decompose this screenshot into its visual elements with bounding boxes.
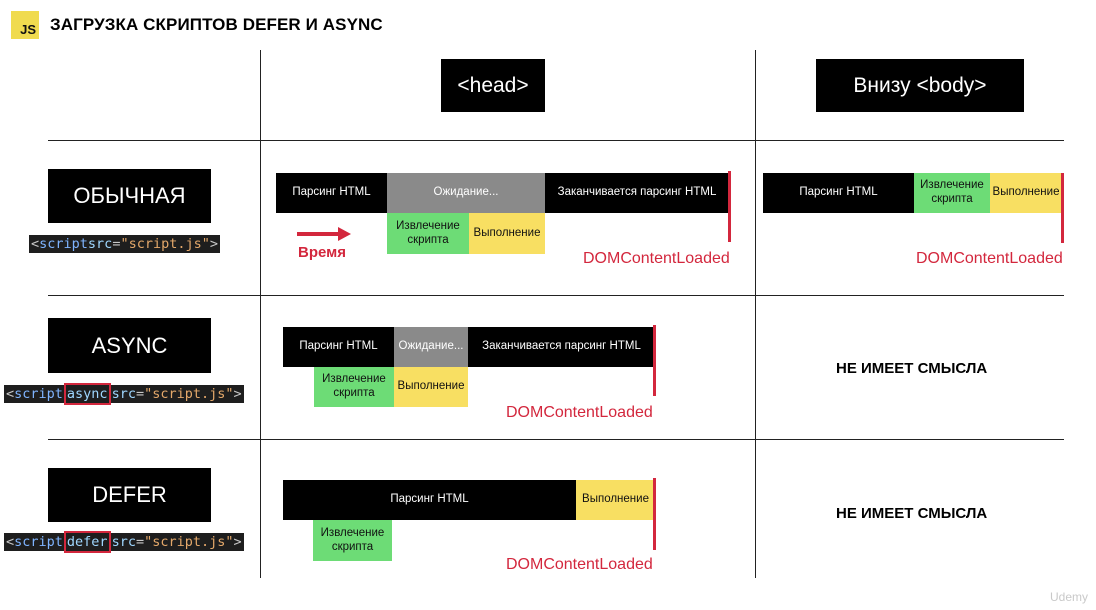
timeline-fetch-script: Извлечение скрипта bbox=[313, 520, 392, 561]
page-title: ЗАГРУЗКА СКРИПТОВ DEFER И ASYNC bbox=[50, 15, 383, 34]
grid-line-vertical-1 bbox=[260, 50, 261, 578]
code-snippet-regular: <script src="script.js"> bbox=[29, 235, 220, 253]
grid-line-horizontal-1 bbox=[48, 140, 1064, 141]
row-header-async: ASYNC bbox=[48, 318, 211, 373]
code-value: "script.js" bbox=[144, 534, 234, 550]
grid-line-vertical-2 bbox=[755, 50, 756, 578]
timeline-fetch-script: Извлечение скрипта bbox=[914, 173, 990, 213]
grid-line-horizontal-3 bbox=[48, 439, 1064, 440]
dom-content-loaded-marker bbox=[728, 171, 731, 242]
code-lt: < bbox=[6, 386, 15, 402]
timeline-execute: Выполнение bbox=[394, 367, 468, 407]
timeline-execute: Выполнение bbox=[990, 173, 1062, 213]
js-logo: JS bbox=[11, 11, 39, 39]
column-header-head: <head> bbox=[441, 59, 545, 112]
timeline-parsing-html: Парсинг HTML bbox=[283, 327, 394, 367]
code-lt: < bbox=[6, 534, 15, 550]
code-value: "script.js" bbox=[120, 236, 210, 252]
dom-content-loaded-marker bbox=[653, 325, 656, 396]
code-async-attr-highlighted: async bbox=[63, 383, 111, 405]
grid-line-horizontal-2 bbox=[48, 295, 1064, 296]
timeline-execute: Выполнение bbox=[576, 480, 655, 520]
code-src-attr: src bbox=[111, 386, 136, 402]
timeline-parsing-html: Парсинг HTML bbox=[763, 173, 914, 213]
time-arrow-icon bbox=[297, 227, 351, 241]
row-header-regular: ОБЫЧНАЯ bbox=[48, 169, 211, 223]
code-defer-attr-highlighted: defer bbox=[63, 531, 111, 553]
dom-content-loaded-label: DOMContentLoaded bbox=[506, 404, 653, 421]
row-header-defer: DEFER bbox=[48, 468, 211, 522]
timeline-waiting: Ожидание... bbox=[387, 173, 545, 213]
code-gt: > bbox=[233, 534, 242, 550]
dom-content-loaded-marker bbox=[653, 478, 656, 550]
code-gt: > bbox=[209, 236, 218, 252]
code-src-attr: src bbox=[111, 534, 136, 550]
timeline-parsing-html: Парсинг HTML bbox=[283, 480, 576, 520]
code-tag: script bbox=[14, 386, 63, 402]
code-tag: script bbox=[14, 534, 63, 550]
code-src-attr: src bbox=[87, 236, 113, 252]
timeline-fetch-script: Извлечение скрипта bbox=[387, 213, 469, 254]
code-eq: = bbox=[112, 236, 121, 252]
timeline-finishing-parsing: Заканчивается парсинг HTML bbox=[545, 173, 729, 213]
dom-content-loaded-marker bbox=[1061, 173, 1064, 243]
dom-content-loaded-label: DOMContentLoaded bbox=[583, 250, 730, 267]
code-eq: = bbox=[135, 534, 145, 550]
timeline-parsing-html: Парсинг HTML bbox=[276, 173, 387, 213]
code-gt: > bbox=[233, 386, 242, 402]
timeline-finishing-parsing: Заканчивается парсинг HTML bbox=[468, 327, 655, 367]
code-lt: < bbox=[31, 236, 40, 252]
dom-content-loaded-label: DOMContentLoaded bbox=[506, 556, 653, 573]
code-value: "script.js" bbox=[144, 386, 234, 402]
dom-content-loaded-label: DOMContentLoaded bbox=[916, 250, 1063, 267]
code-eq: = bbox=[135, 386, 145, 402]
udemy-watermark: Udemy bbox=[1049, 590, 1088, 604]
timeline-waiting: Ожидание... bbox=[394, 327, 468, 367]
not-applicable-defer: НЕ ИМЕЕТ СМЫСЛА bbox=[836, 505, 988, 522]
column-header-body-end: Внизу <body> bbox=[816, 59, 1024, 112]
not-applicable-async: НЕ ИМЕЕТ СМЫСЛА bbox=[836, 360, 988, 377]
timeline-execute: Выполнение bbox=[469, 213, 545, 254]
code-tag: script bbox=[39, 236, 88, 252]
timeline-fetch-script: Извлечение скрипта bbox=[314, 367, 394, 407]
time-label: Время bbox=[298, 244, 346, 261]
